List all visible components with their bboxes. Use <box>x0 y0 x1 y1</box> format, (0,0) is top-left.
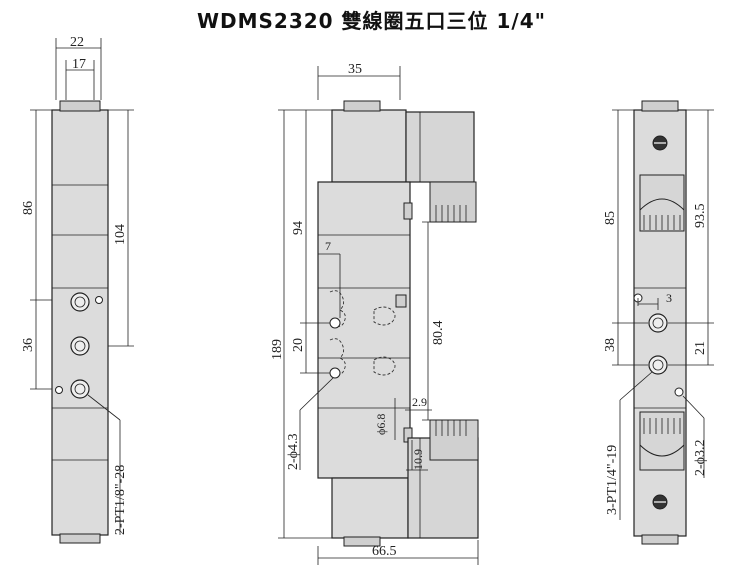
left-width-inner-label: 17 <box>72 57 86 72</box>
middle-mount-hole-lower <box>329 367 341 379</box>
right-port-spacing-label: 38 <box>603 338 618 352</box>
right-view: 85 38 93.5 21 3 3-PT1/4"-19 2-ϕ3.2 <box>603 100 714 545</box>
middle-lower-coil <box>331 477 409 539</box>
diagram-title: WDMS2320 雙線圈五口三位 1/4" <box>196 9 547 33</box>
middle-top-connector <box>405 111 475 183</box>
middle-width-bottom-label: 66.5 <box>372 544 397 559</box>
right-bottom-nut <box>641 534 679 545</box>
right-port-callout: 3-PT1/4"-19 <box>605 445 620 515</box>
left-width-outer-label: 22 <box>70 35 84 50</box>
middle-bottom-nut <box>343 536 381 547</box>
left-port-middle <box>70 336 90 356</box>
middle-coil-span-label: 80.4 <box>431 321 446 346</box>
left-port-upper <box>70 292 90 312</box>
left-port-callout: 2-PT1/8"-28 <box>113 465 128 535</box>
right-port-upper <box>648 313 668 333</box>
right-height-upper-label: 85 <box>603 211 618 225</box>
left-port-spacing-label: 36 <box>21 338 36 352</box>
middle-width-top-label: 35 <box>348 62 362 77</box>
middle-gap-b-label: 10.9 <box>411 449 425 470</box>
left-valve-body <box>51 109 109 536</box>
left-bottom-nut <box>59 533 101 544</box>
middle-port-offset-label: 7 <box>325 239 331 253</box>
left-mount-hole-bottom <box>55 386 63 394</box>
middle-mount-hole-upper <box>329 317 341 329</box>
left-height-total-label: 104 <box>113 224 128 245</box>
right-hole-callout: 2-ϕ3.2 <box>693 439 708 476</box>
right-top-nut <box>641 100 679 112</box>
left-height-upper-label: 86 <box>21 201 36 215</box>
middle-valve-body <box>317 181 411 479</box>
middle-height-upper-label: 94 <box>291 221 306 235</box>
left-view: 22 17 86 104 36 2-PT1/8"-28 <box>21 35 134 544</box>
middle-diameter-label: ϕ6.8 <box>374 414 388 435</box>
middle-hole-callout: 2-ϕ4.3 <box>286 433 301 470</box>
right-port-lower <box>648 355 668 375</box>
middle-view: 35 66.5 189 94 20 7 2-ϕ4.3 80.4 ϕ6.8 <box>270 62 479 565</box>
middle-top-connector-grip <box>429 181 477 223</box>
left-mount-hole-top <box>95 296 103 304</box>
right-port-spacing-small-label: 21 <box>693 341 708 355</box>
right-offset-small-label: 3 <box>666 291 672 305</box>
middle-upper-coil <box>331 109 407 183</box>
middle-port-spacing-label: 20 <box>291 338 306 352</box>
right-height-total-label: 93.5 <box>693 204 708 229</box>
middle-overall-height-label: 189 <box>270 339 285 360</box>
right-mount-hole-bottom <box>674 387 684 397</box>
middle-top-nut <box>343 100 381 112</box>
left-top-nut <box>59 100 101 112</box>
middle-gap-a-label: 2.9 <box>412 395 427 409</box>
left-port-lower <box>70 379 90 399</box>
